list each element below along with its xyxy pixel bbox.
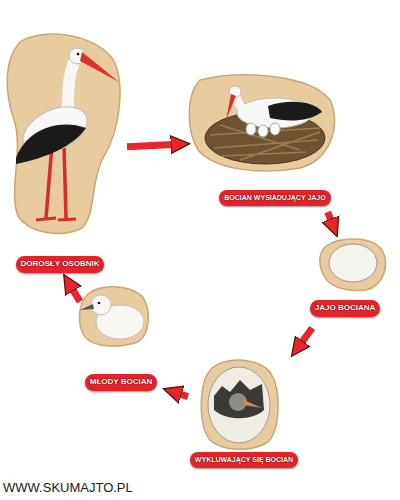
egg-piece: [320, 239, 386, 291]
adult-stork-piece: [7, 34, 120, 233]
life-stage: MŁODY BOCIAN: [80, 284, 165, 398]
hatching-piece: [201, 360, 278, 449]
egg: [246, 123, 256, 135]
young-piece: [79, 287, 148, 346]
stork-leg: [64, 145, 66, 218]
nest-twigs: [210, 125, 320, 160]
cycle-arrow: [328, 212, 331, 221]
cycle-arrow: [179, 394, 188, 397]
egg: [329, 244, 377, 282]
stage-label: DOROSŁY OSOBNIK: [16, 256, 105, 273]
life-stage: WYKLUWAJĄCY SIĘ BOCIAN: [188, 355, 300, 472]
shell-hole: [214, 380, 264, 418]
stork-leg: [46, 145, 52, 218]
stork-beak: [80, 52, 119, 82]
stork-wing: [16, 125, 86, 164]
wooden-piece: [320, 239, 386, 291]
chick-beak: [80, 304, 94, 310]
cycle-arrow: [127, 145, 173, 147]
life-stage: BOCIAN WYSIADUJĄCY JAJO: [188, 72, 338, 212]
life-stage: JAJO BOCIANA: [298, 235, 392, 328]
cycle-arrow: [301, 328, 312, 343]
wooden-piece: [7, 34, 120, 233]
stage-label: BOCIAN WYSIADUJĄCY JAJO: [219, 190, 330, 206]
cycle-arrow: [72, 289, 80, 302]
stork-beak: [226, 94, 236, 120]
stork-eye: [77, 53, 80, 56]
life-stage: DOROSŁY OSOBNIK: [2, 30, 127, 276]
egg: [258, 125, 268, 137]
wooden-piece: [189, 75, 334, 171]
nest-piece: [189, 75, 334, 171]
egg-shell: [208, 367, 270, 443]
stage-label: MŁODY BOCIAN: [85, 374, 158, 391]
egg: [270, 123, 280, 135]
stage-label: JAJO BOCIANA: [310, 300, 380, 317]
chick-eye: [98, 302, 101, 305]
stage-label: WYKLUWAJĄCY SIĘ BOCIAN: [190, 452, 298, 468]
chick-head: [91, 295, 111, 315]
wooden-piece: [201, 360, 278, 449]
chick-beak: [244, 400, 262, 408]
wooden-piece: [79, 287, 148, 346]
watermark: WWW.SKUMAJTO.PL: [3, 480, 133, 495]
stork-foot: [36, 218, 76, 220]
stork-wing: [268, 102, 322, 121]
